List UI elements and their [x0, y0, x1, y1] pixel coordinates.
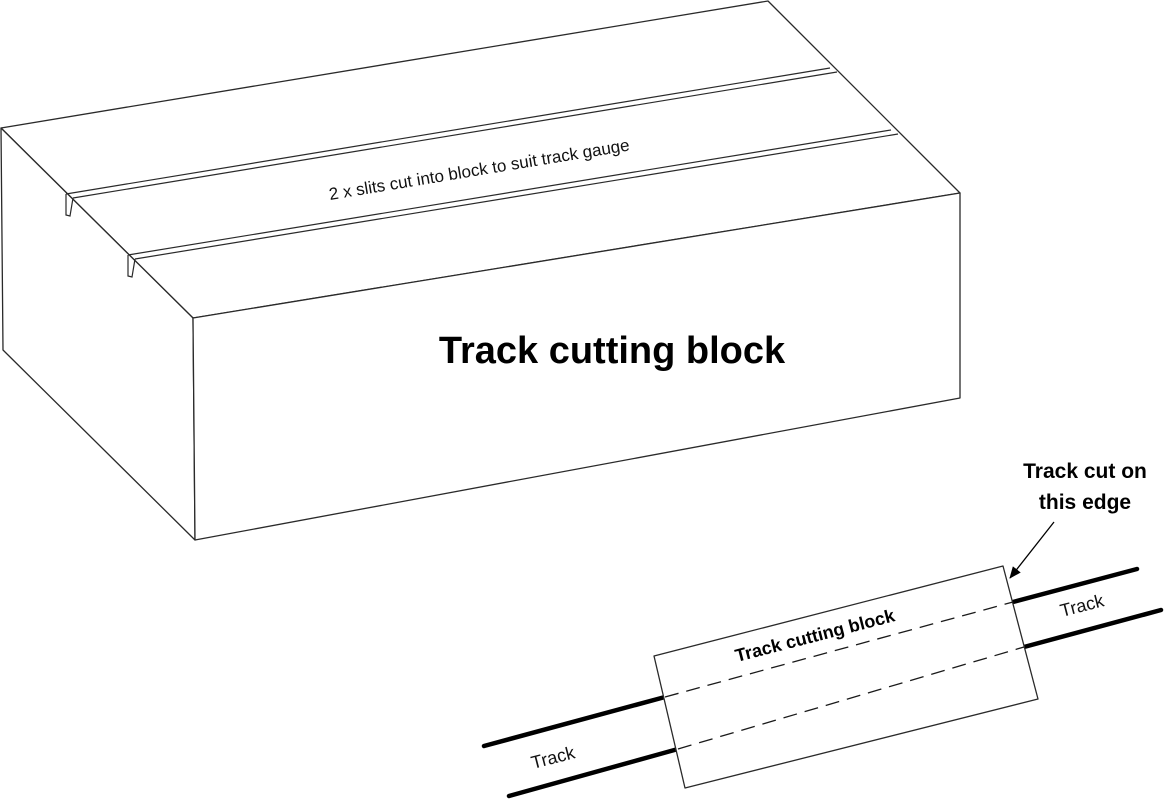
callout-line-1: Track cut on — [1023, 460, 1147, 483]
block-3d: 2 x slits cut into block to suit track g… — [0, 0, 961, 541]
plan-view: Track cutting block Track cut on this ed… — [481, 460, 1164, 799]
track-label-left: Track — [529, 742, 578, 773]
track-label-right: Track — [1058, 590, 1107, 621]
track-hidden-upper — [664, 601, 1014, 698]
callout-arrow — [1009, 521, 1055, 579]
track-left-lower — [506, 746, 681, 799]
track-left-upper — [481, 694, 668, 749]
track-right-upper — [1010, 566, 1140, 605]
slit-1 — [65, 67, 838, 217]
callout-line-2: this edge — [1039, 491, 1131, 514]
track-right-lower — [1021, 607, 1164, 650]
plan-block-outline — [653, 565, 1039, 789]
track-hidden-lower — [677, 646, 1025, 750]
front-face-label: Track cutting block — [439, 330, 786, 372]
slit-2 — [127, 129, 899, 278]
block-front-face — [192, 192, 961, 541]
